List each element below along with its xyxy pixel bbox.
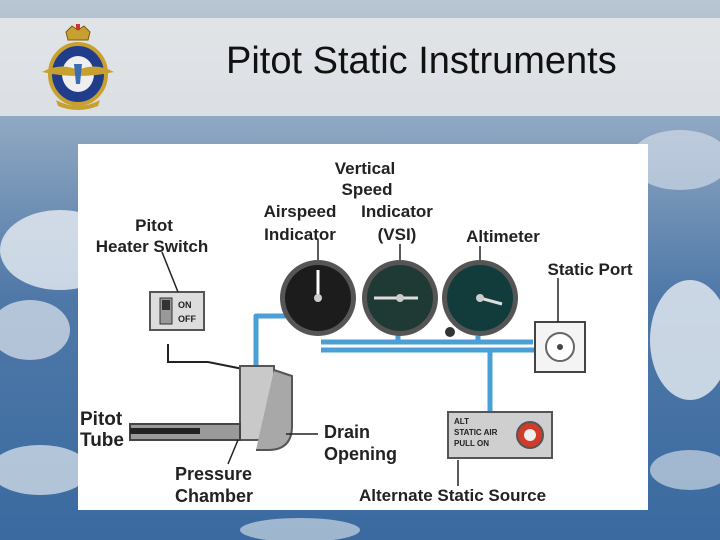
vsi-label-2: Speed	[341, 180, 392, 199]
pitot-heater-switch: ON OFF	[149, 291, 205, 331]
slide-title: Pitot Static Instruments	[226, 40, 617, 82]
alternate-static-source: ALT STATIC AIR PULL ON	[447, 411, 553, 459]
vsi-gauge	[362, 260, 438, 336]
drain-label-2: Opening	[324, 444, 397, 464]
leader-lines	[161, 240, 559, 486]
vsi-label-4: (VSI)	[378, 225, 417, 244]
heater-label-1: Pitot	[135, 216, 173, 235]
vsi-label-1: Vertical	[335, 159, 396, 178]
pitot-tube-label-1: Pitot	[80, 409, 123, 430]
vsi-label-3: Indicator	[361, 202, 433, 221]
pitot-static-diagram: ON OFF ALT STATIC AIR PULL ON Vertical S…	[78, 144, 648, 510]
pitot-tube-assembly	[129, 365, 293, 451]
crest-logo	[42, 24, 114, 110]
switch-off-label: OFF	[178, 314, 196, 324]
title-band	[0, 18, 720, 116]
altimeter-label: Altimeter	[466, 227, 540, 246]
switch-on-label: ON	[178, 300, 192, 310]
alt-static-line1: ALT	[454, 417, 469, 426]
static-port	[534, 321, 586, 373]
airspeed-label-1: Airspeed	[264, 202, 337, 221]
alt-static-line3: PULL ON	[454, 439, 489, 448]
alternate-source-label: Alternate Static Source	[359, 486, 546, 505]
heater-label-2: Heater Switch	[96, 237, 208, 256]
static-port-label: Static Port	[547, 260, 632, 279]
drain-label-1: Drain	[324, 422, 370, 442]
airspeed-indicator-gauge	[280, 260, 356, 336]
pitot-tube-label-2: Tube	[80, 430, 124, 451]
airspeed-label-2: Indicator	[264, 225, 336, 244]
alt-static-line2: STATIC AIR	[454, 428, 498, 437]
altimeter-gauge	[442, 260, 518, 337]
chamber-label-2: Chamber	[175, 486, 253, 506]
chamber-label-1: Pressure	[175, 464, 252, 484]
